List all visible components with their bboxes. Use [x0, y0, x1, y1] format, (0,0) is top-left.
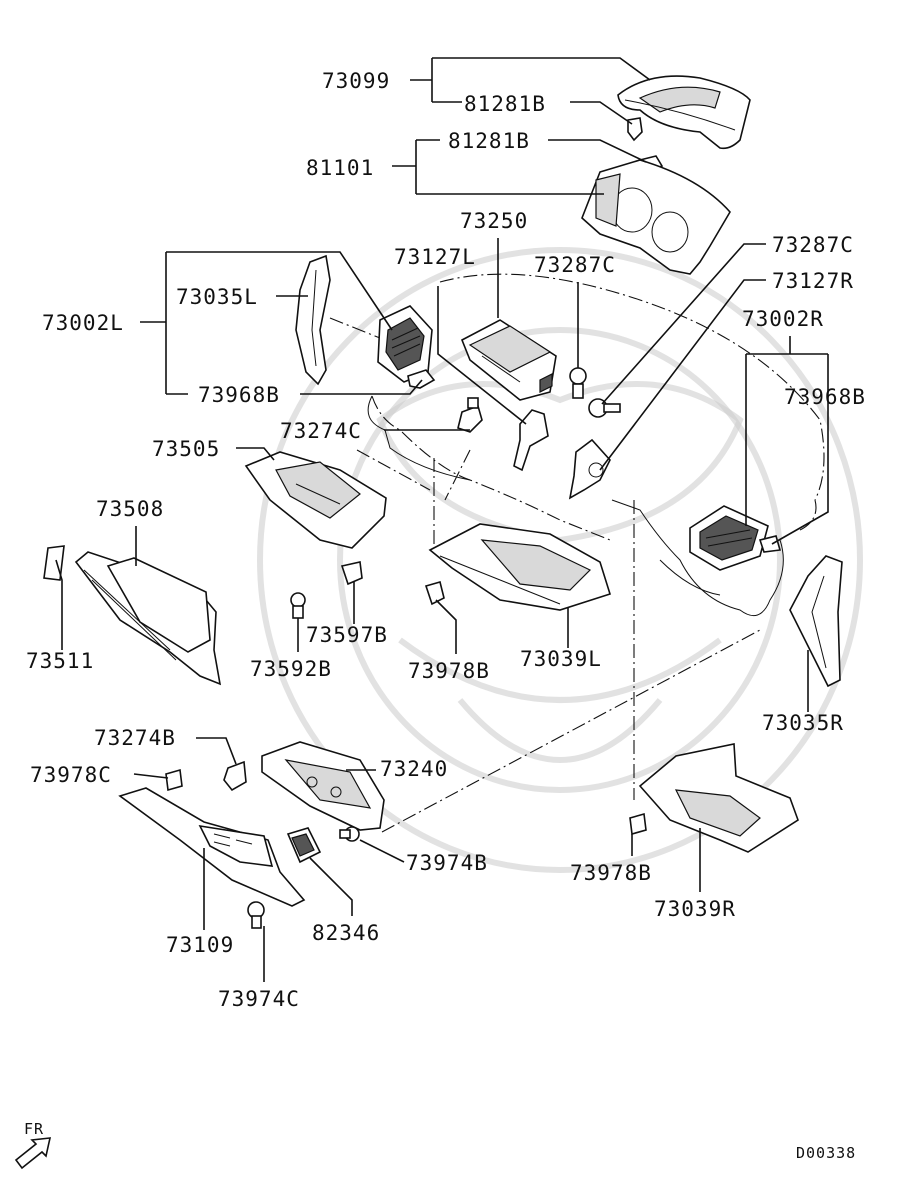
clip-73968B-right [758, 535, 782, 553]
label-73035R: 73035R [762, 711, 844, 735]
label-73978B-left: 73978B [408, 659, 490, 683]
label-73240: 73240 [380, 757, 448, 781]
front-label: FR [24, 1120, 44, 1138]
label-73287C-right: 73287C [772, 233, 854, 257]
clip-81281B-upper [627, 117, 643, 142]
label-73039L: 73039L [520, 647, 602, 671]
dashboard-outline [329, 273, 825, 617]
label-73592B: 73592B [250, 657, 332, 681]
label-73974B: 73974B [406, 851, 488, 875]
bracket-73127R [568, 438, 611, 500]
label-82346: 82346 [312, 921, 380, 945]
label-73035L: 73035L [176, 285, 258, 309]
reference-lines [381, 458, 761, 833]
grommet-73274B [223, 760, 247, 792]
front-arrow-icon [14, 1137, 52, 1170]
bracket-73127L [513, 409, 549, 472]
label-73511: 73511 [26, 649, 94, 673]
part-73240-panel [261, 741, 385, 831]
label-73250: 73250 [460, 209, 528, 233]
leader-lines [55, 57, 829, 982]
part-73505-reinforcement [244, 451, 387, 549]
part-73508-glove-box [74, 551, 222, 686]
label-73099: 73099 [322, 69, 390, 93]
label-73974C: 73974C [218, 987, 300, 1011]
label-73127L: 73127L [394, 245, 476, 269]
screw-73974B [339, 826, 360, 842]
clip-73978C [165, 768, 183, 792]
clip-73978B-right [629, 812, 647, 836]
label-73505: 73505 [152, 437, 220, 461]
label-73978B-right: 73978B [570, 861, 652, 885]
label-73274B: 73274B [94, 726, 176, 750]
label-73968B-left: 73968B [198, 383, 280, 407]
front-direction-mark: FR [14, 1120, 52, 1170]
label-73127R: 73127R [772, 269, 854, 293]
label-73597B: 73597B [306, 623, 388, 647]
label-81281B-upper: 81281B [464, 92, 546, 116]
part-labels: 73099 81281B 81281B 81101 73250 73127L 7… [26, 69, 866, 1011]
part-73109-under-cover [118, 787, 306, 907]
part-81101-cluster-panel [581, 159, 731, 275]
vent-73002R [689, 505, 769, 571]
label-73002R: 73002R [742, 307, 824, 331]
label-81101: 81101 [306, 156, 374, 180]
label-73002L: 73002L [42, 311, 124, 335]
trim-73035L [295, 254, 331, 386]
label-73968B-right: 73968B [784, 385, 866, 409]
clip-73978B-left [424, 581, 445, 606]
part-82346-switch [286, 827, 322, 864]
trim-73035R [789, 555, 843, 688]
part-73099-meter-cover [617, 75, 751, 150]
clip-73597B [340, 561, 363, 586]
label-73274C: 73274C [280, 419, 362, 443]
screw-73592B [290, 592, 306, 619]
bolt-73287C-center [569, 367, 587, 399]
label-73978C: 73978C [30, 763, 112, 787]
label-73287C-center: 73287C [534, 253, 616, 277]
clip-73968B-left [407, 369, 436, 389]
diagram-code: D00338 [796, 1144, 856, 1162]
vent-73002L [377, 305, 433, 383]
part-73250-module [460, 319, 557, 401]
grommet-73274C [457, 397, 483, 433]
part-73039L-lower-cover [428, 523, 612, 611]
part-73039R-lower-cover [638, 743, 799, 853]
label-73109: 73109 [166, 933, 234, 957]
label-73508: 73508 [96, 497, 164, 521]
label-81281B-lower: 81281B [448, 129, 530, 153]
screw-73974C [247, 901, 265, 929]
label-73039R: 73039R [654, 897, 736, 921]
